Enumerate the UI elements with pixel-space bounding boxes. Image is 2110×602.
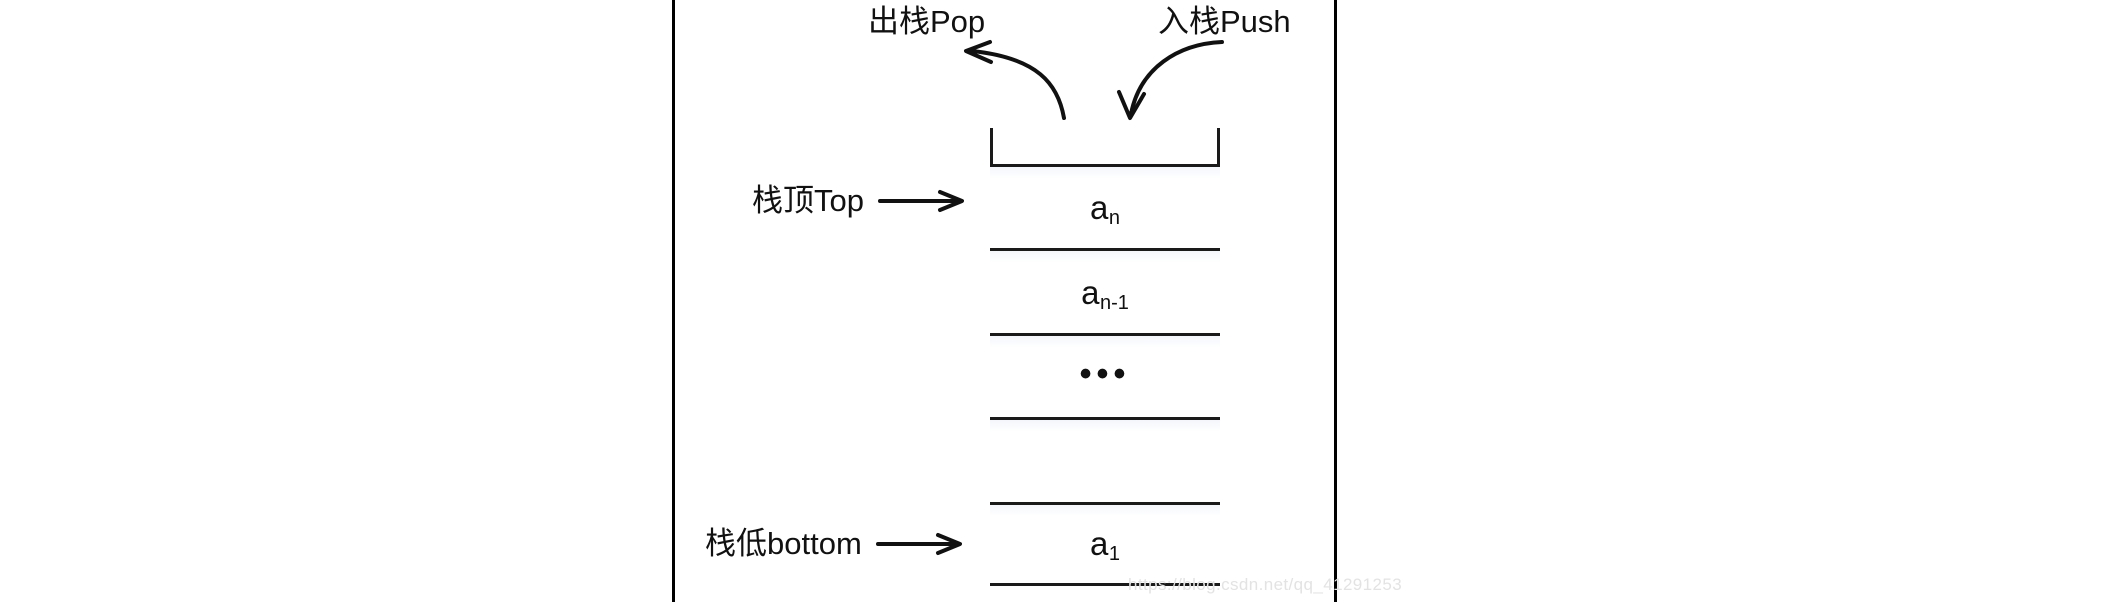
stack-cell-base: a	[1081, 273, 1100, 311]
arrow-right-icon	[877, 189, 964, 212]
stack-cell: •••	[990, 332, 1220, 418]
stack-cell-subscript: n	[1108, 207, 1120, 230]
stack-cell: an	[990, 164, 1220, 249]
curved-arrow-up-left-icon	[964, 40, 1066, 120]
stack-cell-subscript: 1	[1108, 543, 1120, 566]
stack-cell: a1	[990, 501, 1220, 586]
curved-arrow-down-icon	[1117, 40, 1224, 120]
stack-cell-base: a	[1090, 189, 1109, 227]
arrow-right-icon	[875, 532, 962, 555]
stack-cell-empty	[990, 417, 1220, 502]
stack-cell-subscript: n-1	[1099, 291, 1129, 314]
stack-cell-ellipsis: •••	[1079, 355, 1131, 394]
pop-label: 出栈Pop	[868, 4, 986, 39]
stack-cell-label: an-1	[1081, 273, 1129, 313]
stack-cell-base: a	[1090, 525, 1109, 563]
frame-rule-left	[672, 0, 675, 602]
stack-bottom-label: 栈低bottom	[705, 526, 862, 561]
stack-cell-label: a1	[1090, 525, 1120, 564]
stack-bottom-annotation: 栈低bottom	[705, 528, 962, 559]
stack-top-label: 栈顶Top	[752, 183, 864, 218]
push-label: 入栈Push	[1158, 4, 1291, 39]
stack-cell: an-1	[990, 248, 1220, 333]
stack-top-annotation: 栈顶Top	[752, 185, 964, 216]
stack-cell-label: an	[1090, 189, 1120, 228]
frame-rule-right	[1334, 0, 1337, 602]
watermark: https://blog.csdn.net/qq_41291253	[1128, 575, 1403, 594]
